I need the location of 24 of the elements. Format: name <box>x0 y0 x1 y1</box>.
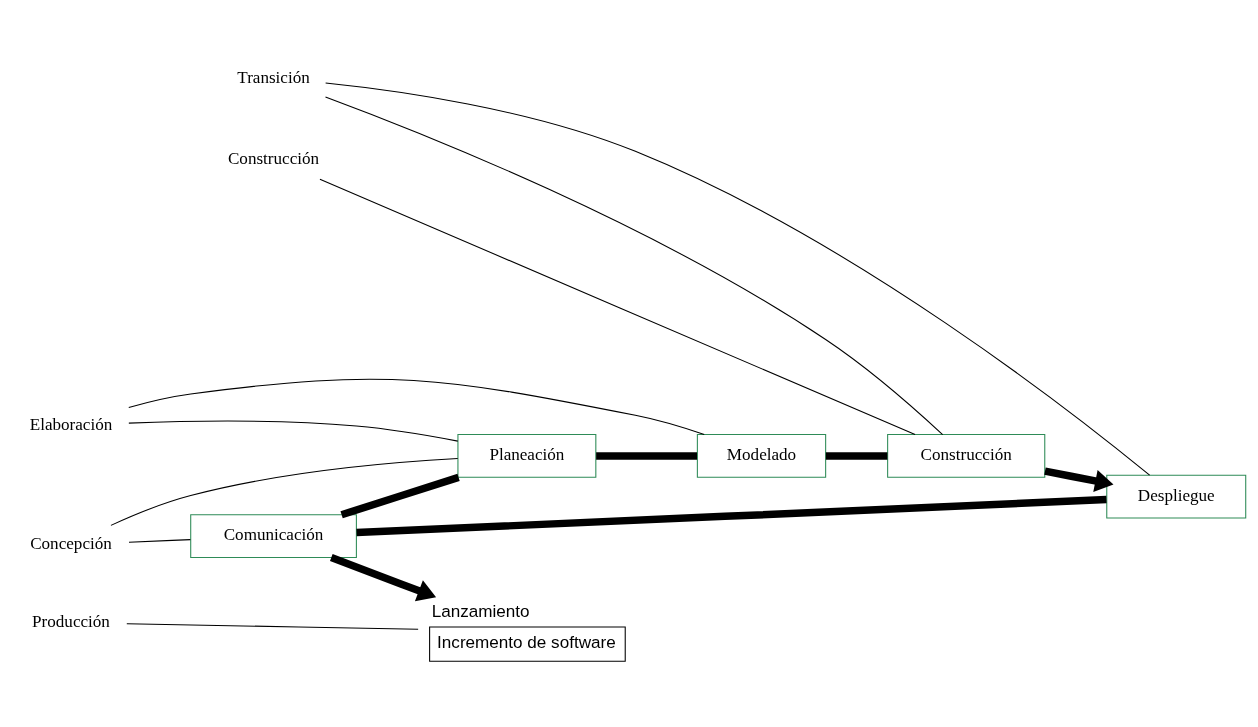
connector <box>318 178 916 436</box>
node-box: Despliegue <box>1105 474 1246 519</box>
connector <box>339 473 460 519</box>
node-text: Elaboración <box>29 415 112 435</box>
arrow <box>1043 467 1113 493</box>
node-text: Producción <box>31 611 110 631</box>
connector <box>324 96 943 436</box>
node-text: Transición <box>236 67 310 87</box>
node-text: Construcción <box>227 148 319 168</box>
node-box: Modelado <box>696 434 826 478</box>
connector <box>127 378 705 436</box>
connector <box>324 82 1150 476</box>
connector <box>109 458 458 526</box>
node-box: Construcción <box>886 434 1045 478</box>
node-box: Incremento de software <box>428 626 626 662</box>
connector <box>127 420 458 442</box>
node-box: Comunicación <box>189 514 357 559</box>
node-box: Planeación <box>456 434 596 478</box>
node-text: Concepción <box>29 533 112 553</box>
arrow <box>329 554 436 602</box>
connector <box>125 623 419 630</box>
connector <box>355 495 1107 537</box>
connector <box>127 539 191 543</box>
node-label: Lanzamiento <box>431 602 530 622</box>
